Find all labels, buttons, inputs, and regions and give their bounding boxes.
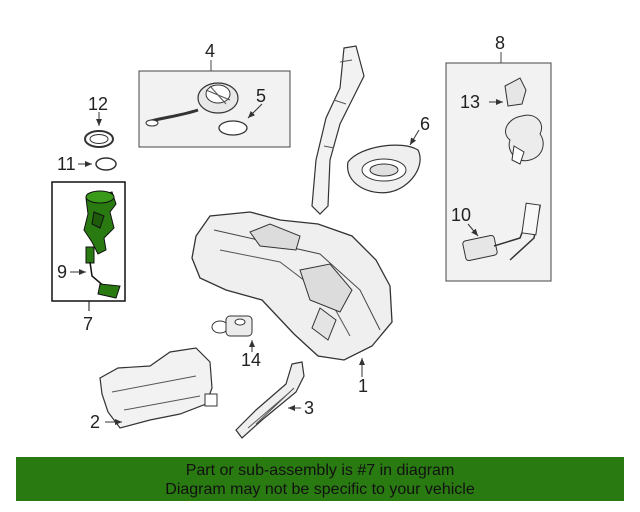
ring-12-part[interactable] [84,130,114,148]
fuel-cap-part[interactable] [145,82,239,127]
callout-13: 13 [460,92,480,112]
callout-5: 5 [256,86,266,106]
ring-11-part[interactable] [95,157,117,171]
fuel-tank-part[interactable] [191,45,393,361]
info-banner: Part or sub-assembly is #7 in diagram Di… [16,457,624,501]
filler-housing-part[interactable] [347,144,421,194]
fuel-level-sender-9-part[interactable] [85,246,121,299]
callout-2: 2 [90,412,100,432]
callout-6: 6 [420,114,430,134]
callout-9: 9 [57,262,67,282]
callout-3: 3 [304,398,314,418]
callout-7: 7 [83,314,93,334]
callout-14: 14 [241,350,261,370]
callout-12: 12 [88,94,108,114]
callout-10: 10 [451,205,471,225]
callout-8: 8 [495,33,505,53]
sender-group-box [445,52,552,282]
fuel-pump-part[interactable] [83,190,117,255]
level-sensor-part[interactable] [462,202,542,262]
tank-strap-part[interactable] [235,361,305,439]
valve-part[interactable] [211,315,253,337]
callout-11: 11 [57,154,76,174]
sender-unit-part[interactable] [504,77,544,165]
banner-line-2: Diagram may not be specific to your vehi… [165,481,475,498]
callout-4: 4 [205,41,215,61]
fuel-cap-seal-part[interactable] [218,120,248,136]
banner-line-1: Part or sub-assembly is #7 in diagram [185,462,455,479]
heat-shield-part[interactable] [99,347,218,429]
callout-1: 1 [358,376,368,396]
